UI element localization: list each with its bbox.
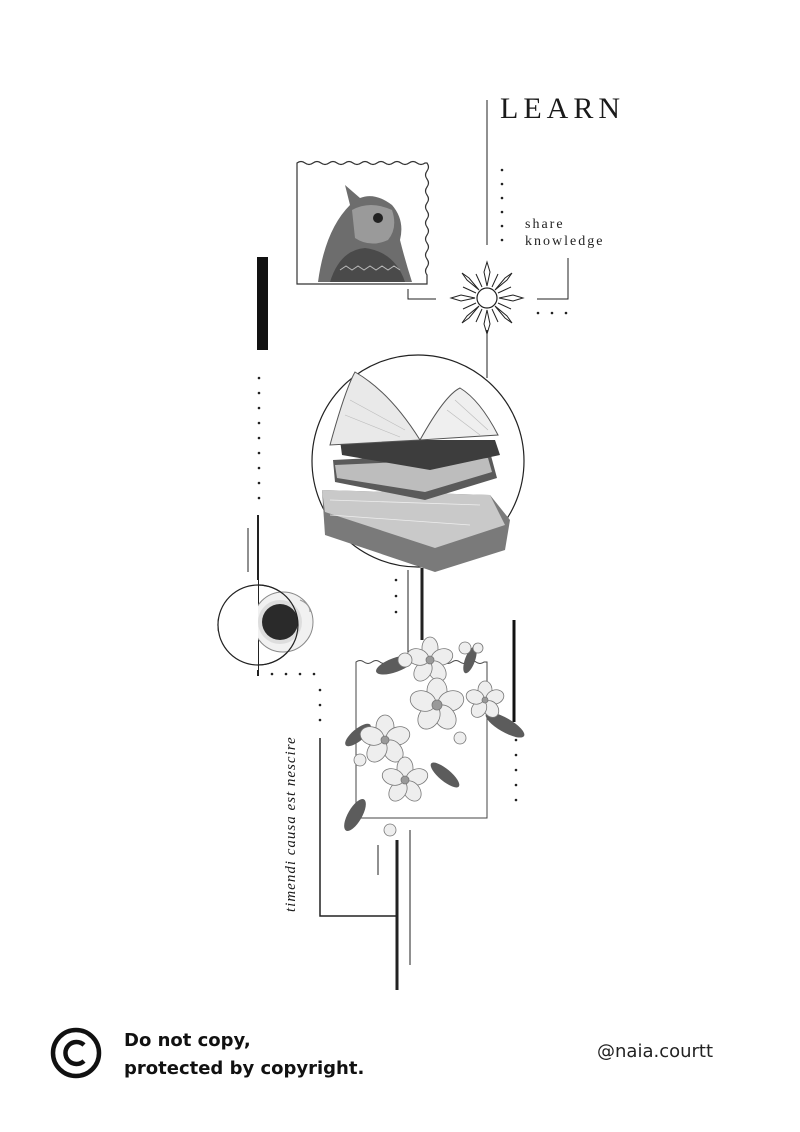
poster-subtitle: share knowledge [525, 217, 605, 249]
copyright-notice-line2: protected by copyright. [124, 1058, 365, 1079]
book-stack-illustration [311, 354, 525, 572]
sun-icon [449, 260, 525, 336]
copyright-notice: Do not copy, protected by copyright. [124, 1027, 364, 1083]
copyright-notice-line1: Do not copy, [124, 1030, 251, 1051]
blossom-illustration [344, 636, 525, 837]
copyright-icon [50, 1027, 102, 1079]
artist-handle: @naia.courtt [597, 1041, 714, 1062]
owl-stamp-illustration [296, 160, 430, 285]
latin-motto: timendi causa est nescire [283, 736, 299, 912]
coffee-cup-illustration [217, 580, 314, 670]
poster-artwork [217, 100, 569, 990]
poster-title: LEARN [500, 92, 625, 125]
